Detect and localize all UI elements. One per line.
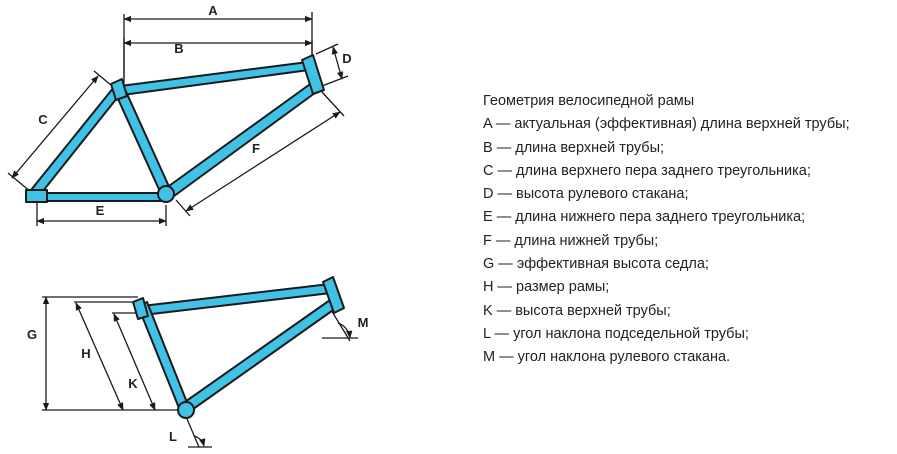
legend-item-l: L — угол наклона подседельной трубы;	[483, 325, 749, 342]
legend-item-h: H — размер рамы;	[483, 279, 610, 296]
legend-title: Геометрия велосипедной рамы	[483, 93, 695, 109]
seat-tube	[113, 84, 172, 197]
legend-item-m: M — угол наклона рулевого стакана.	[483, 349, 731, 366]
chain-stay-tube	[39, 192, 167, 202]
label-k: K	[128, 376, 138, 391]
dim-line-d	[331, 46, 344, 80]
top-tube	[119, 61, 310, 96]
legend: Геометрия велосипедной рамы A — актуальн…	[483, 90, 883, 370]
dim-line-f	[185, 111, 341, 212]
legend-item-k: K — высота верхней трубы;	[483, 302, 671, 319]
seat-cluster	[110, 78, 128, 101]
label-a: A	[208, 3, 218, 18]
seat-angle-marker	[186, 418, 206, 448]
legend-item-c: C — длина верхнего пера заднего треуголь…	[483, 162, 811, 179]
bottom-bracket	[177, 401, 195, 419]
legend-item-e: E — длина нижнего пера заднего треугольн…	[483, 209, 806, 226]
dim-line-k	[113, 313, 156, 411]
label-m: M	[358, 315, 369, 330]
label-c: C	[38, 112, 48, 127]
label-h: H	[81, 346, 90, 361]
legend-item-g: G — эффективная высота седла;	[483, 256, 709, 273]
label-f: F	[252, 141, 260, 156]
label-b: B	[174, 41, 183, 56]
seat-cluster	[132, 297, 149, 320]
head-tube	[301, 54, 325, 95]
rear-dropout	[25, 189, 48, 203]
top-frame: A B C D E F	[7, 3, 352, 226]
label-d: D	[342, 51, 351, 66]
seat-stay-tube	[30, 86, 122, 197]
label-e: E	[96, 203, 105, 218]
legend-item-a: A — актуальная (эффективная) длина верхн…	[483, 116, 850, 133]
dim-line-c	[11, 75, 99, 179]
bottom-bracket	[157, 185, 175, 203]
down-tube	[181, 299, 337, 413]
head-tube	[322, 276, 345, 314]
label-g: G	[27, 327, 37, 342]
legend-item-f: F — длина нижней трубы;	[483, 232, 659, 249]
top-tube	[141, 283, 332, 316]
bottom-frame: G H K L M	[27, 276, 369, 448]
legend-item-b: B — длина верхней трубы;	[483, 139, 665, 156]
legend-item-d: D — высота рулевого стакана;	[483, 186, 689, 203]
label-l: L	[169, 429, 177, 444]
seat-tube	[137, 301, 191, 414]
